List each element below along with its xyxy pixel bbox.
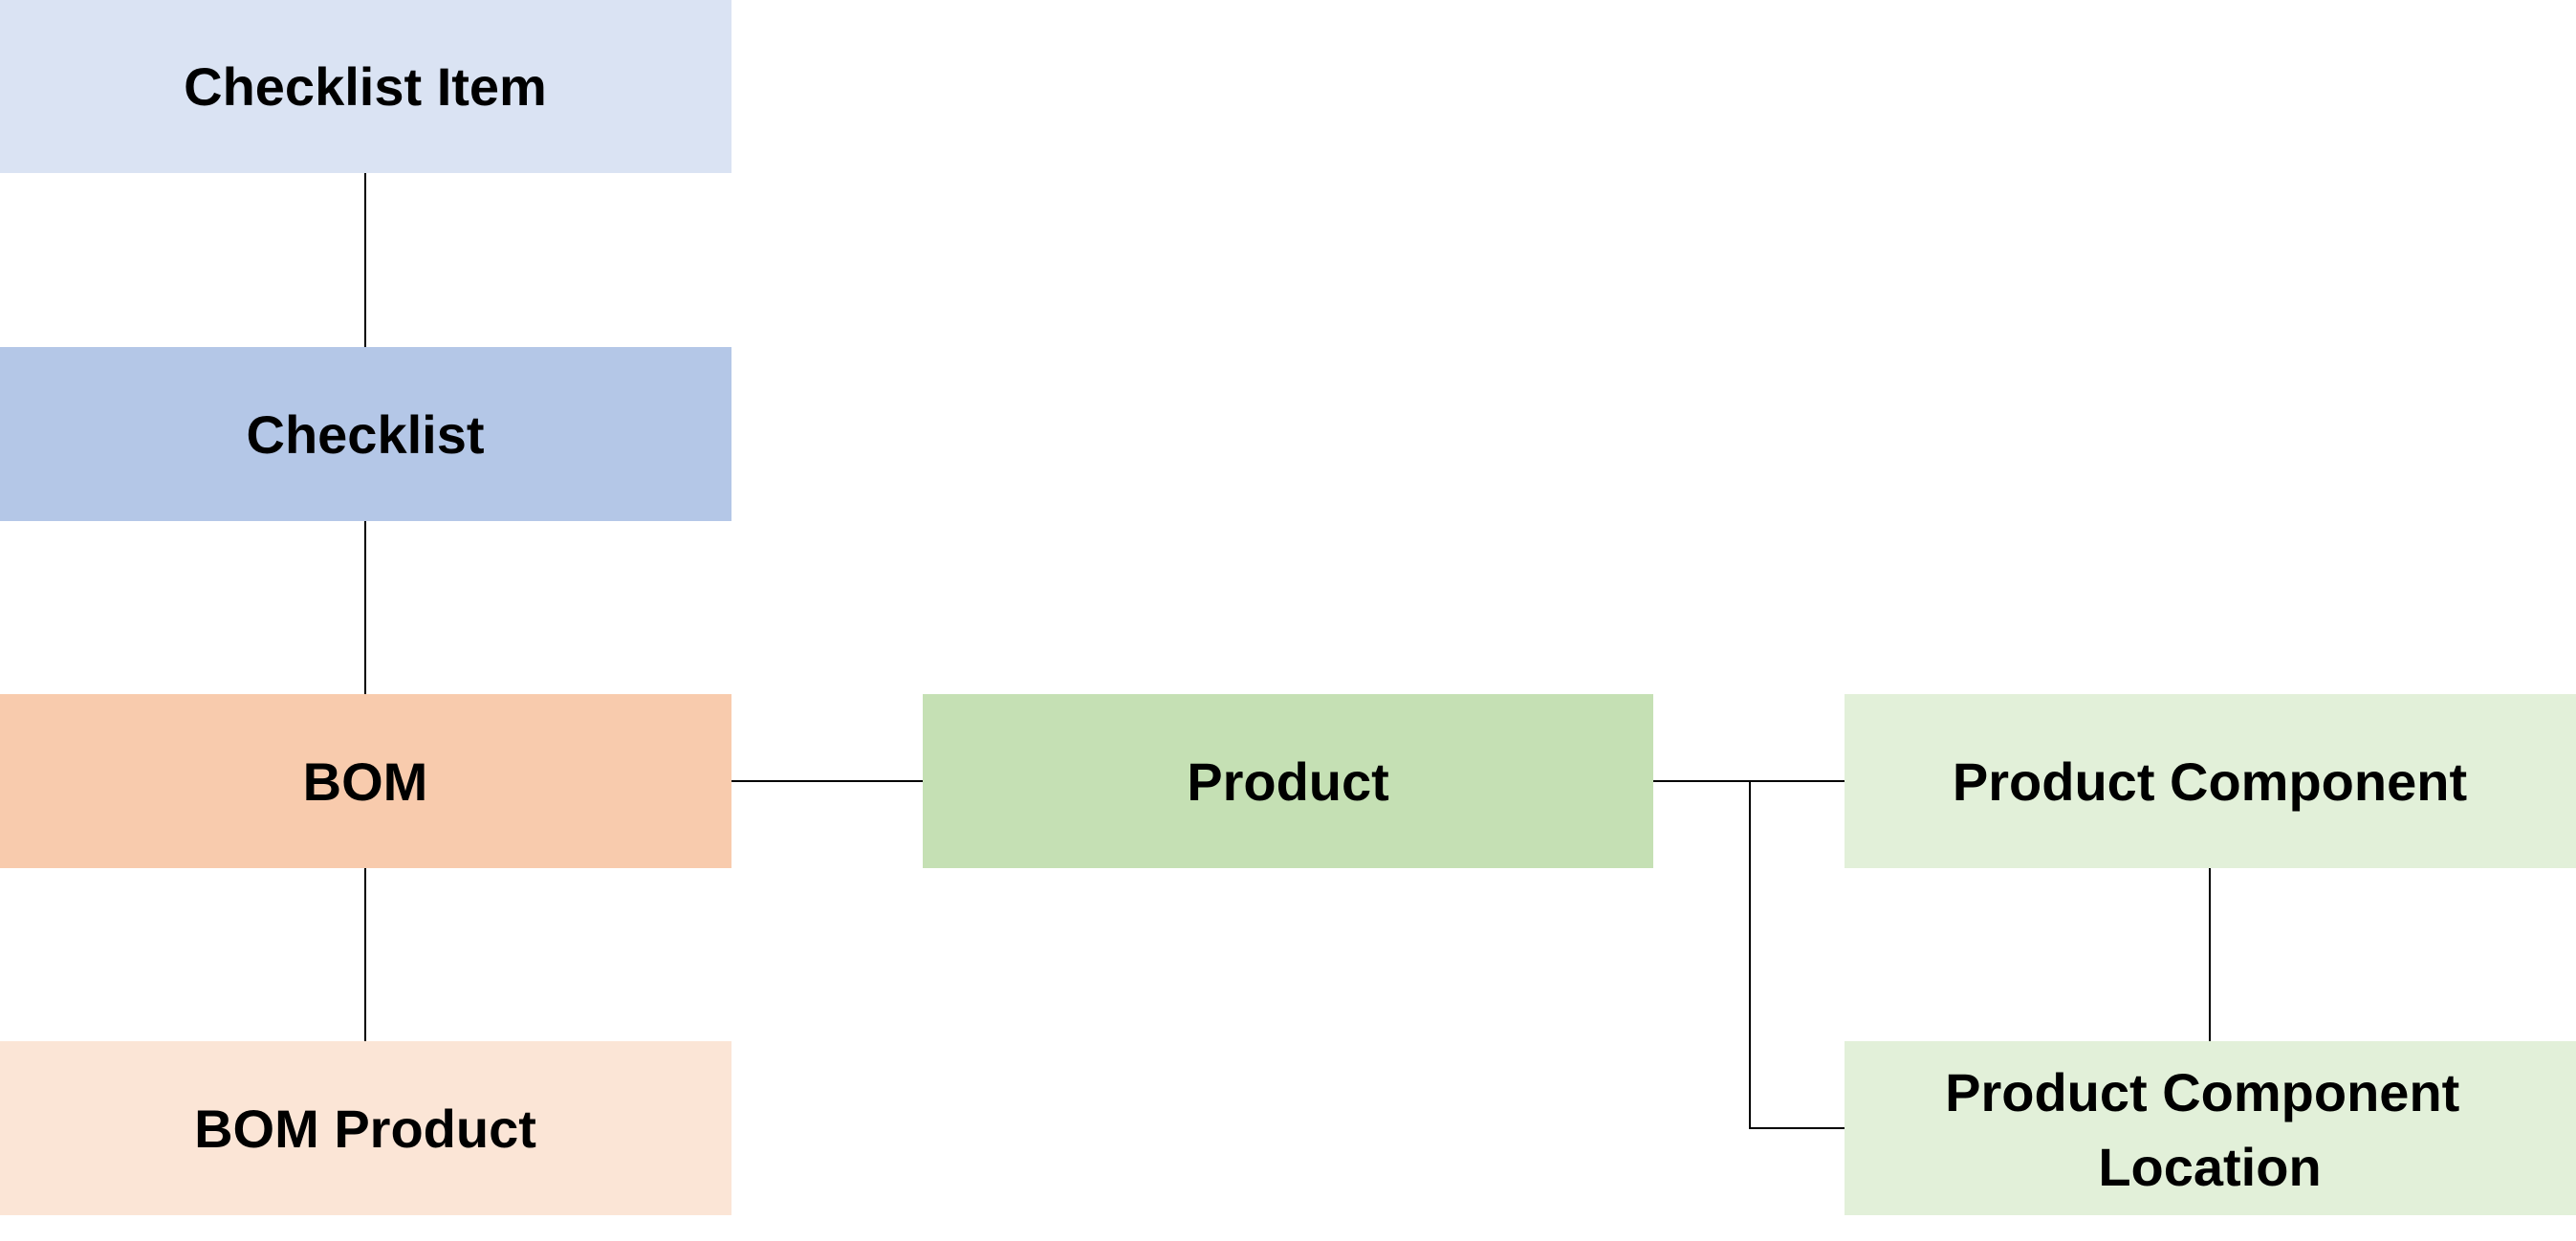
node-checklist-label: Checklist — [247, 404, 485, 465]
node-bom-box — [0, 694, 731, 868]
node-product[interactable]: Product — [923, 694, 1653, 868]
node-checklist-box — [0, 347, 731, 521]
node-product-component-location-label: Product Component Location — [1945, 1062, 2475, 1197]
node-bom[interactable]: BOM — [0, 694, 731, 868]
node-product-label: Product — [1187, 751, 1389, 812]
node-bom-product-label: BOM Product — [194, 1099, 536, 1159]
node-product-box — [923, 694, 1653, 868]
node-checklist-item[interactable]: Checklist Item — [0, 0, 731, 173]
node-checklist-item-label: Checklist Item — [184, 56, 547, 117]
node-checklist-item-box — [0, 0, 731, 173]
node-bom-product-box — [0, 1041, 731, 1215]
node-product-component-location-label-line-1: Product Component — [1945, 1062, 2459, 1122]
node-product-component-location-box — [1845, 1041, 2576, 1215]
node-product-component-label: Product Component — [1953, 751, 2467, 812]
node-bom-label: BOM — [303, 751, 428, 812]
node-checklist[interactable]: Checklist — [0, 347, 731, 521]
nodes: Checklist Item Checklist BOM BOM Product — [0, 0, 2576, 1215]
node-product-component-location[interactable]: Product Component Location — [1845, 1041, 2576, 1215]
node-bom-product[interactable]: BOM Product — [0, 1041, 731, 1215]
connectors — [364, 173, 2211, 1129]
connector-product-to-product-component-location — [1749, 781, 1845, 1129]
node-product-component-location-label-line-2: Location — [2098, 1137, 2321, 1197]
node-product-component-box — [1845, 694, 2576, 868]
node-product-component[interactable]: Product Component — [1845, 694, 2576, 868]
